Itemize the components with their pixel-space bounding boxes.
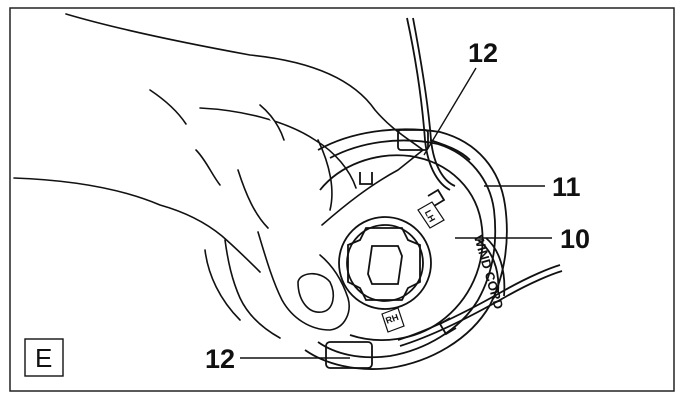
rh-label: RH bbox=[384, 312, 400, 326]
callout-11: 11 bbox=[552, 172, 581, 202]
callout-10: 10 bbox=[560, 224, 590, 254]
spool-hub bbox=[338, 216, 432, 310]
figure-frame bbox=[9, 7, 675, 392]
panel-letter-box bbox=[24, 338, 64, 377]
callout-12-bottom: 12 bbox=[205, 344, 235, 374]
direction-arrows bbox=[381, 201, 445, 333]
callout-12-top: 12 bbox=[468, 38, 498, 68]
panel-letter: E bbox=[35, 343, 52, 373]
lh-label: LH bbox=[423, 208, 437, 223]
trimmer-line bbox=[397, 17, 563, 347]
hand-illustration bbox=[13, 13, 424, 339]
leader-lines bbox=[240, 67, 552, 359]
